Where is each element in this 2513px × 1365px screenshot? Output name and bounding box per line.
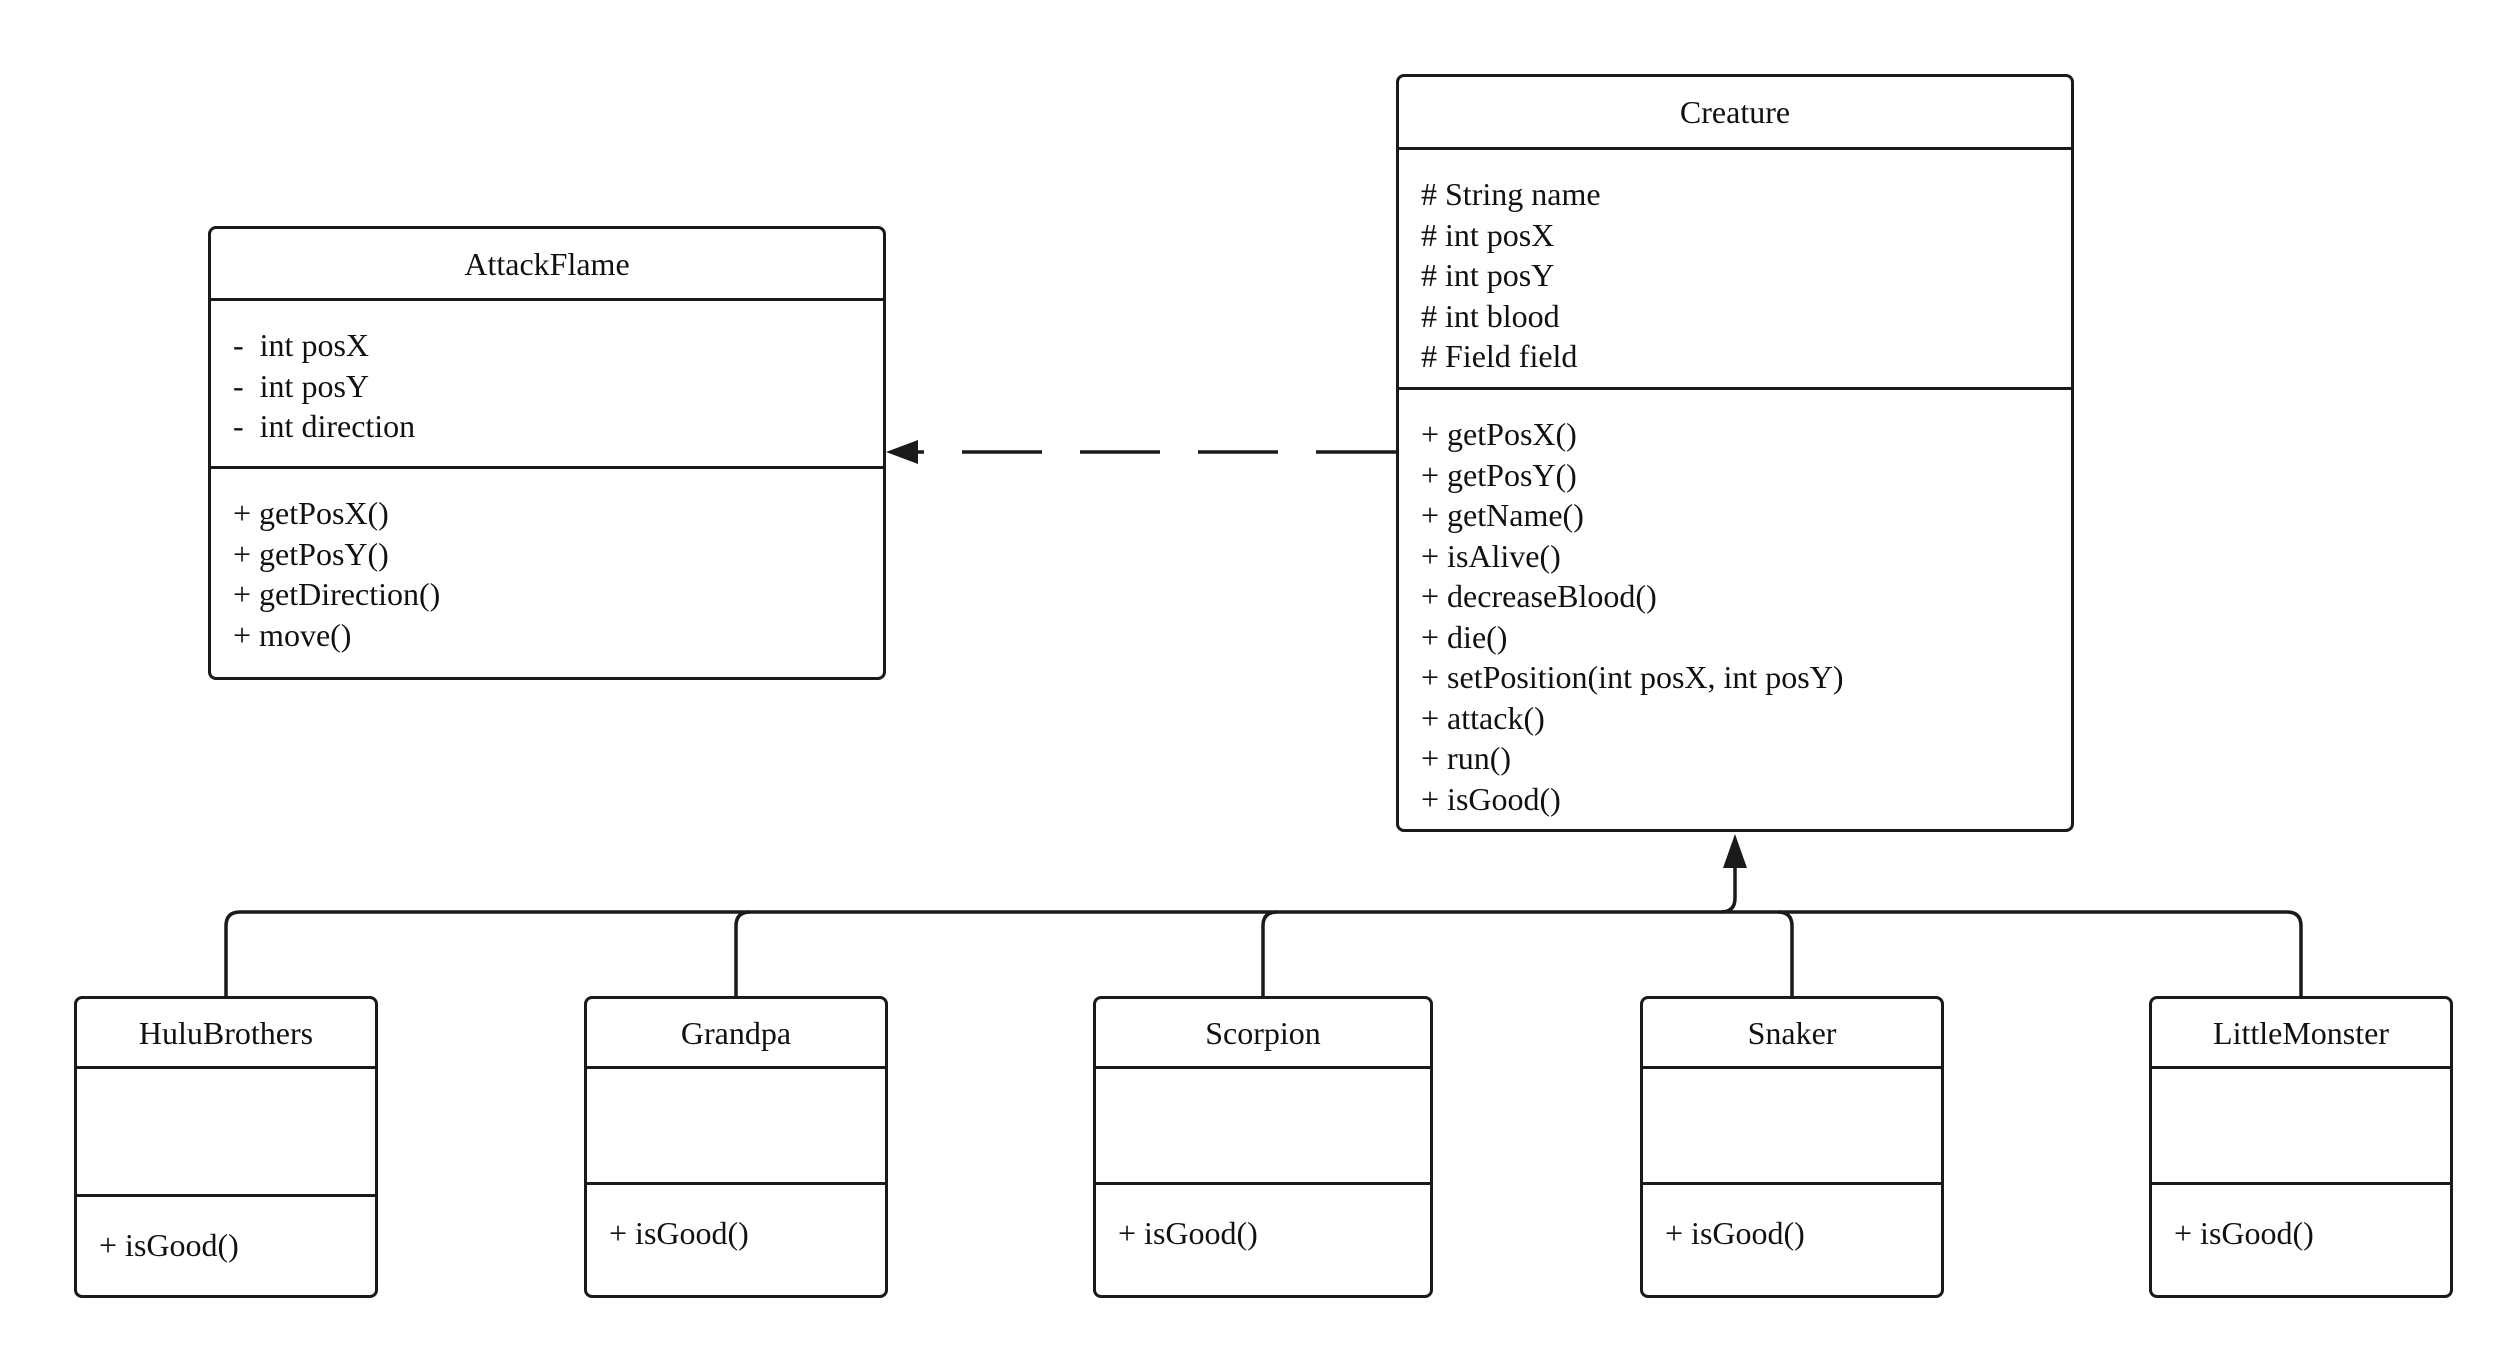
method: + getPosY() [233, 535, 389, 572]
attribute: # String name [1421, 176, 1601, 212]
class-name: Creature [1399, 77, 2071, 150]
method: + isGood() [1421, 780, 1561, 817]
inheritance-line-scorpion [1261, 910, 1278, 996]
class-littlemonster: LittleMonster + isGood() [2149, 996, 2453, 1298]
method: + decreaseBlood() [1421, 578, 1657, 614]
class-grandpa: Grandpa + isGood() [584, 996, 888, 1298]
attribute: # int posY [1421, 257, 1555, 293]
method: + isGood() [1665, 1215, 1805, 1251]
method: + isGood() [2174, 1215, 2314, 1251]
method: + getPosX() [233, 495, 389, 531]
class-attributes [1643, 1069, 1941, 1185]
inheritance-bus [224, 910, 2303, 996]
method: + isGood() [99, 1227, 239, 1263]
method: + getPosX() [1421, 416, 1577, 452]
class-hulubrothers: HuluBrothers + isGood() [74, 996, 378, 1298]
class-name: LittleMonster [2152, 999, 2450, 1069]
method: + isGood() [1118, 1215, 1258, 1251]
class-methods: + isGood() [587, 1185, 885, 1295]
class-methods: + isGood() [1096, 1185, 1430, 1295]
class-snaker: Snaker + isGood() [1640, 996, 1944, 1298]
class-attackflame: AttackFlame - int posX - int posY - int dir… [208, 226, 886, 680]
class-scorpion: Scorpion + isGood() [1093, 996, 1433, 1298]
class-name: Snaker [1643, 999, 1941, 1069]
attribute: - int posX [233, 327, 369, 363]
class-attributes [2152, 1069, 2450, 1185]
attribute: # int blood [1421, 297, 1560, 334]
class-name: Scorpion [1096, 999, 1430, 1069]
class-attributes [1096, 1069, 1430, 1185]
method: + getPosY() [1421, 456, 1577, 493]
attribute: # Field field [1421, 338, 1578, 374]
class-name: HuluBrothers [77, 999, 375, 1069]
class-methods: + isGood() [1643, 1185, 1941, 1295]
inheritance-trunk [1720, 864, 1737, 914]
method: + setPosition(int posX, int posY) [1421, 659, 1844, 695]
method: + move() [233, 616, 352, 653]
inheritance-arrowhead [1723, 834, 1747, 868]
method: + getName() [1421, 497, 1584, 533]
class-name: Grandpa [587, 999, 885, 1069]
class-methods: + isGood() [2152, 1185, 2450, 1295]
method: + isAlive() [1421, 537, 1561, 574]
class-attributes: # String name # int posX # int posY # int b… [1399, 150, 2071, 390]
class-name: AttackFlame [211, 229, 883, 301]
class-creature: Creature # String name # int posX # int pos… [1396, 74, 2074, 832]
dependency-arrowhead [886, 440, 918, 464]
class-attributes [77, 1069, 375, 1197]
method: + die() [1421, 618, 1508, 655]
class-methods: + getPosX() + getPosY() + getName() + isAli… [1399, 390, 2071, 829]
class-methods: + isGood() [77, 1197, 375, 1295]
attribute: # int posX [1421, 216, 1555, 253]
method: + getDirection() [233, 576, 441, 612]
method: + run() [1421, 740, 1512, 776]
method: + attack() [1421, 699, 1545, 736]
class-methods: + getPosX() + getPosY() + getDirection() + … [211, 469, 883, 677]
class-attributes [587, 1069, 885, 1185]
attribute: - int posY [233, 367, 369, 404]
inheritance-line-snaker [1777, 910, 1794, 996]
inheritance-line-grandpa [734, 910, 751, 996]
class-attributes: - int posX - int posY - int direction [211, 301, 883, 469]
method: + isGood() [609, 1215, 749, 1251]
attribute: - int direction [233, 408, 416, 444]
